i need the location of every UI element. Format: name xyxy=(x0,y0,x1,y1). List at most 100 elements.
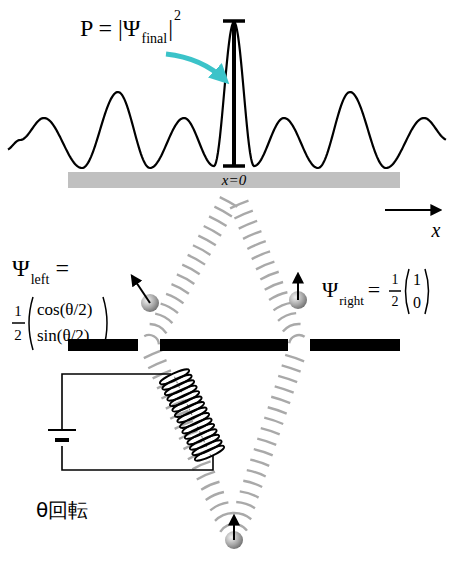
wave-arc xyxy=(171,284,188,294)
wave-arc xyxy=(198,236,215,246)
wave-arc xyxy=(239,221,257,229)
wave-arc xyxy=(265,282,283,290)
wave-arc xyxy=(209,216,226,226)
wave-arc xyxy=(269,292,287,300)
coil-winding xyxy=(171,394,203,414)
wave-arc xyxy=(214,207,231,217)
wave-arc xyxy=(243,481,262,487)
coil-winding xyxy=(164,378,196,398)
wave-arc xyxy=(250,460,269,466)
probability-formula: | xyxy=(168,15,173,41)
coil-winding xyxy=(186,427,218,447)
wave-arc xyxy=(177,274,194,284)
coil-winding xyxy=(166,383,198,403)
solenoid-coil xyxy=(159,367,226,463)
coil-circuit xyxy=(48,374,213,470)
subscript: left xyxy=(31,272,50,287)
coil-winding xyxy=(169,389,201,409)
wave-arc xyxy=(247,470,266,476)
rotation-label: θ回転 xyxy=(36,499,88,521)
wave-arc xyxy=(243,231,261,239)
coil-winding xyxy=(183,422,215,442)
wave-arc xyxy=(155,314,172,324)
wave-arc xyxy=(201,482,219,490)
coil-winding xyxy=(173,400,205,420)
wave-arc xyxy=(210,502,228,510)
equals-sign: = xyxy=(368,278,380,302)
wave-arc xyxy=(148,360,166,368)
wave-arc xyxy=(268,407,287,413)
coil-winding xyxy=(161,372,193,392)
equals-sign: = xyxy=(55,255,69,281)
slit-barrier xyxy=(68,339,400,351)
vector-brackets xyxy=(12,269,429,350)
fraction-denominator: 2 xyxy=(14,327,22,344)
wave-arc xyxy=(166,294,183,304)
coil-winding xyxy=(193,443,225,463)
wave-arc xyxy=(252,251,270,259)
wave-arc xyxy=(261,428,280,434)
wave-arc xyxy=(275,386,294,392)
origin-label: x=0 xyxy=(222,172,246,189)
fraction-denominator: 2 xyxy=(392,294,399,309)
wave-arc xyxy=(182,265,199,275)
fraction-numerator: 1 xyxy=(14,303,22,320)
wave-arc xyxy=(285,355,304,361)
wave-arc xyxy=(271,397,290,403)
subscript: right xyxy=(339,294,364,308)
coil-winding xyxy=(188,432,220,452)
detection-screen xyxy=(68,172,400,188)
wave-arc xyxy=(230,201,248,209)
wave-arc xyxy=(193,245,210,255)
wave-arc xyxy=(247,241,265,249)
spin-arrows xyxy=(132,274,298,540)
vector-component: cos(θ/2) xyxy=(37,301,92,320)
wave-arc xyxy=(274,303,292,311)
center-peak-bar xyxy=(223,21,245,166)
wave-arc xyxy=(192,461,210,469)
axis-arrow xyxy=(385,209,440,211)
coil-winding xyxy=(178,411,210,431)
coil-winding xyxy=(176,405,208,425)
probability-formula: P = |Ψ xyxy=(80,15,141,41)
coil-winding xyxy=(181,416,213,436)
wave-arc xyxy=(144,335,159,344)
wave-arc xyxy=(240,491,259,497)
wave-arc xyxy=(278,376,297,382)
wave-arc xyxy=(278,313,296,321)
fraction-numerator: 1 xyxy=(392,272,399,287)
vector-component: sin(θ/2) xyxy=(37,327,90,346)
wave-arc xyxy=(229,524,247,531)
wave-arc xyxy=(188,255,205,265)
wave-arc xyxy=(260,272,278,280)
wave-arc xyxy=(282,365,301,371)
wave-fronts xyxy=(144,197,305,532)
state-symbol: Ψ xyxy=(322,278,338,302)
vector-component: 1 xyxy=(413,271,421,289)
coil-winding xyxy=(159,367,191,387)
wave-arc xyxy=(234,211,252,219)
axis-label: x xyxy=(432,219,441,241)
wave-arc xyxy=(289,335,304,343)
wave-arc xyxy=(144,350,162,358)
state-symbol: Ψ xyxy=(12,255,30,281)
superscript: 2 xyxy=(174,8,181,23)
particles xyxy=(141,291,307,549)
wave-arc xyxy=(161,304,178,314)
wave-arc xyxy=(206,492,224,500)
interference-pattern xyxy=(8,22,446,168)
wave-arc xyxy=(215,513,233,521)
wave-arc xyxy=(197,472,215,480)
wave-arc xyxy=(256,262,274,270)
wave-arc xyxy=(150,324,167,333)
wave-arc xyxy=(283,324,301,332)
wave-arc xyxy=(264,418,283,424)
wave-arc xyxy=(204,226,221,236)
wave-arc xyxy=(233,513,252,519)
wave-arc xyxy=(236,502,255,508)
wave-arc xyxy=(254,449,273,455)
wave-arc xyxy=(257,439,276,445)
coil-winding xyxy=(191,438,223,458)
